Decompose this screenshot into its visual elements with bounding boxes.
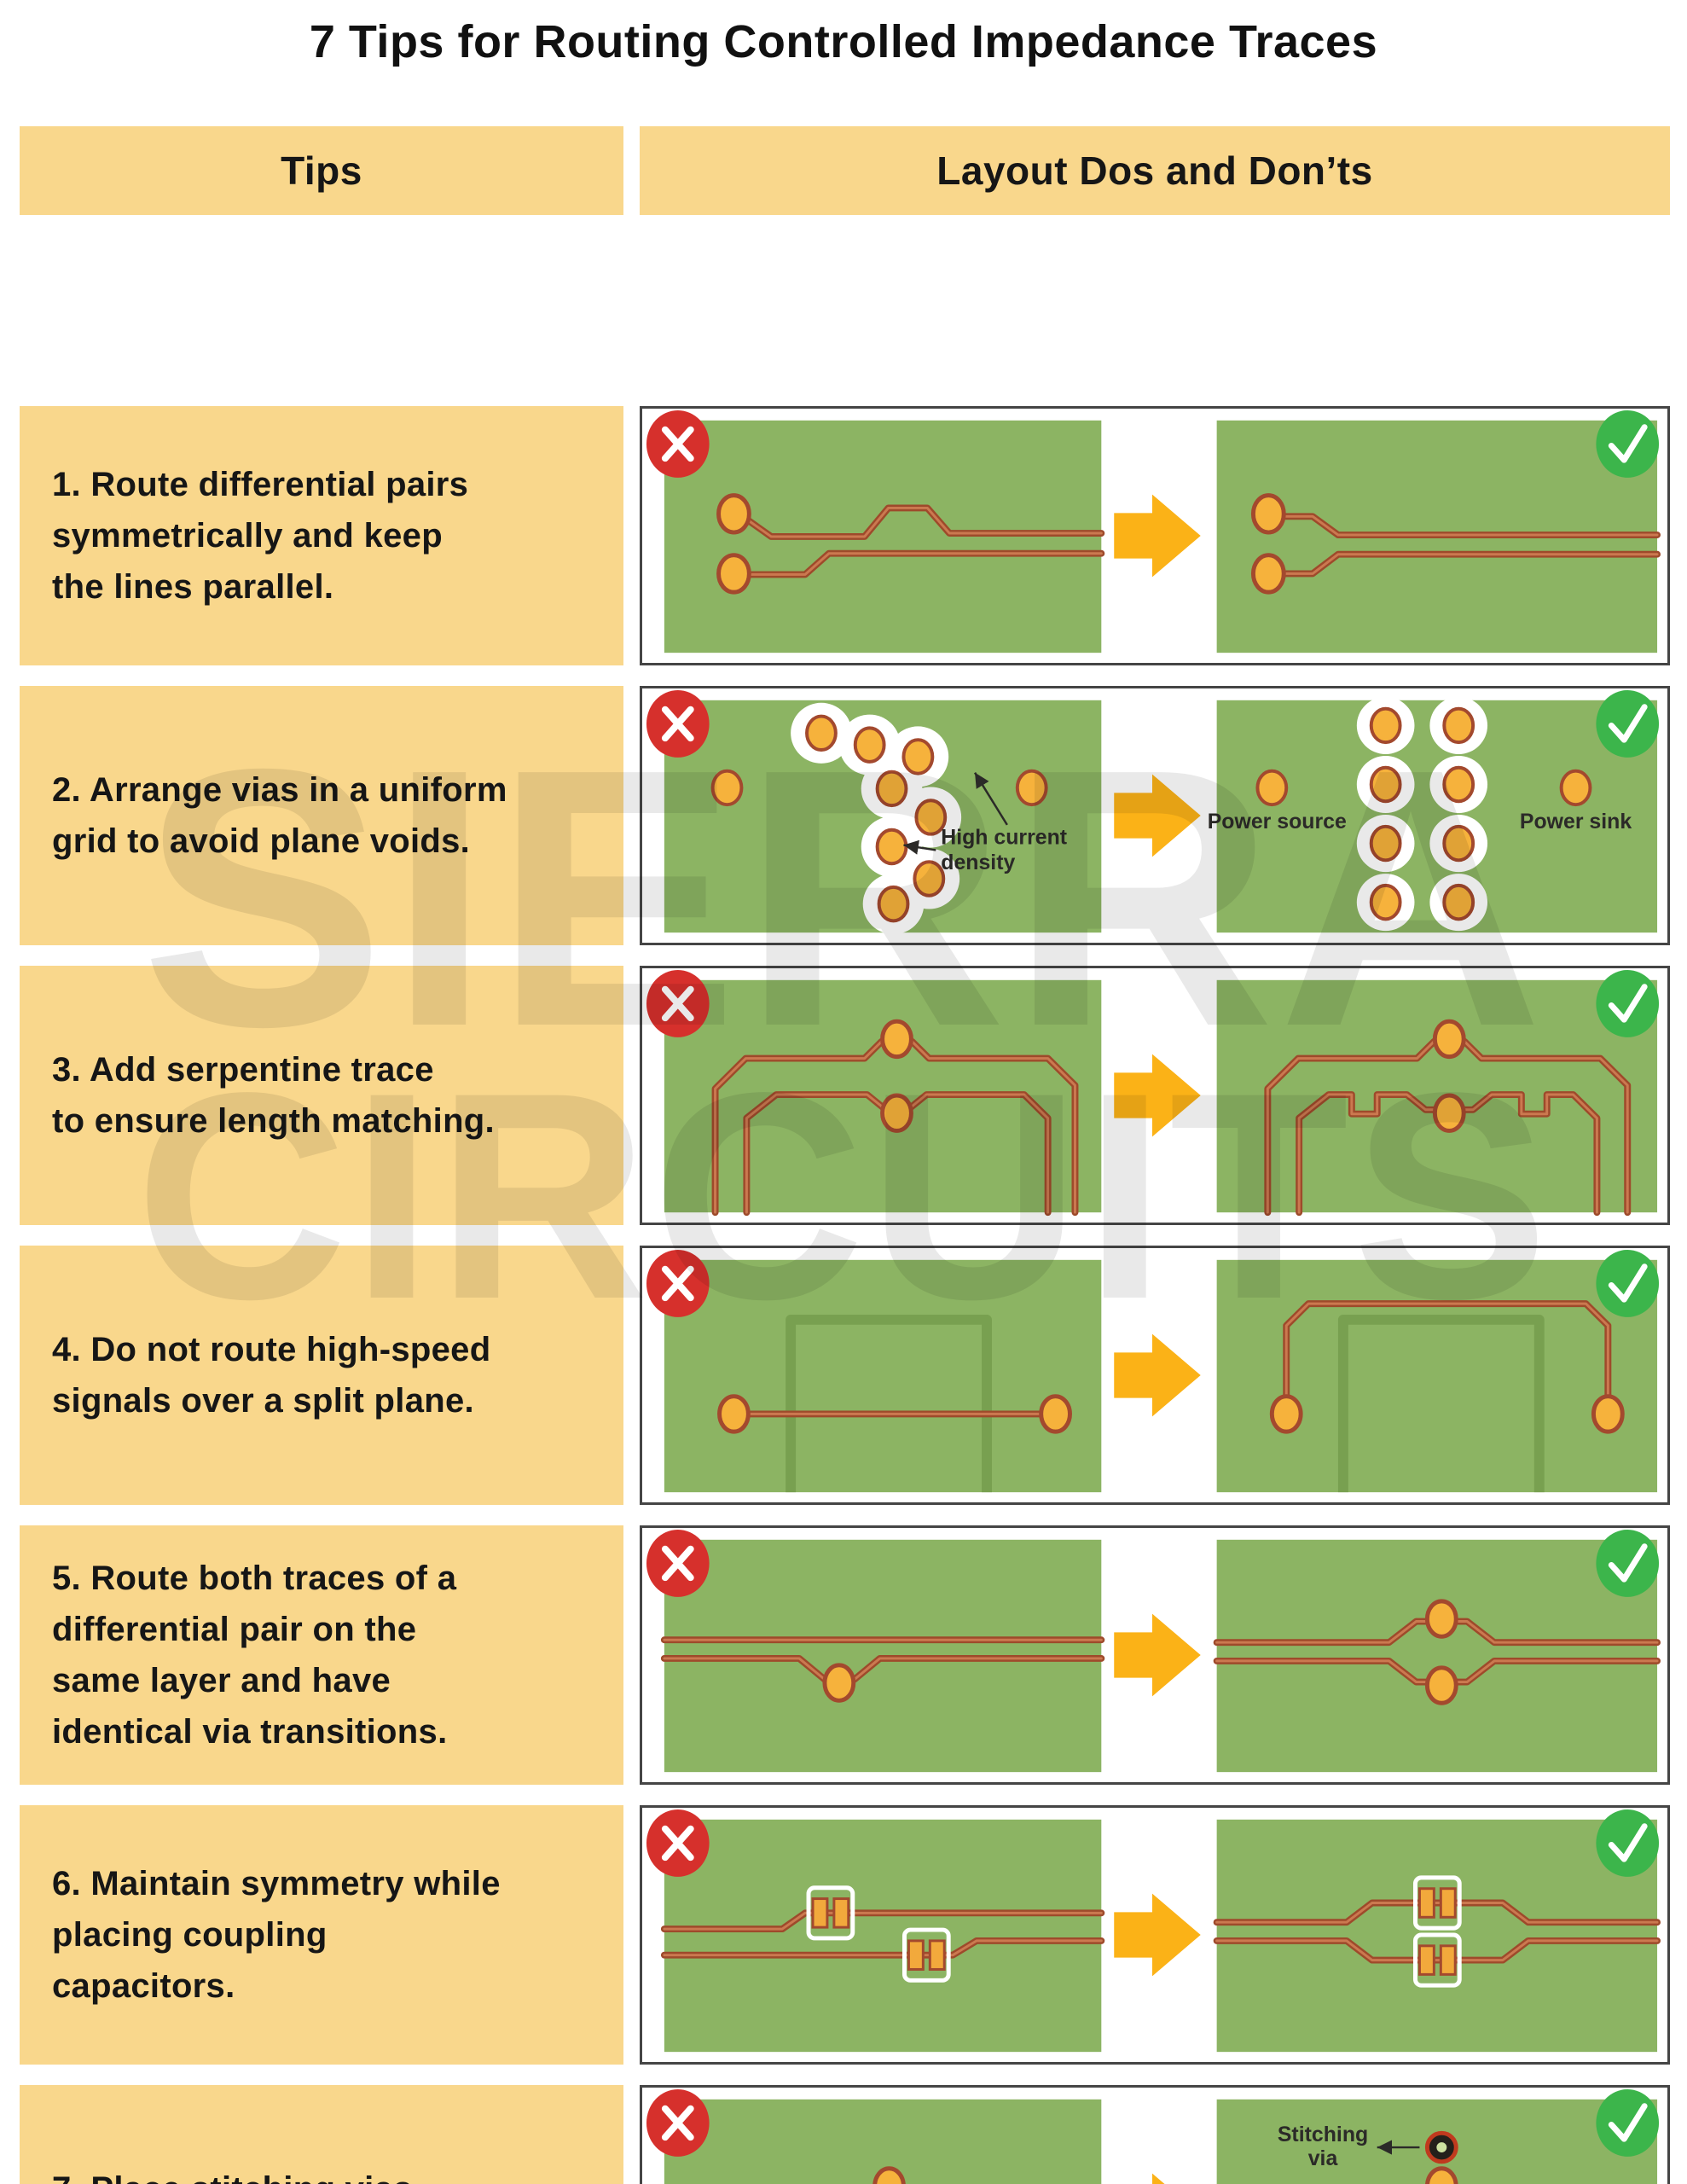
serpentine-matched-traces — [1267, 1019, 1627, 1212]
split-plane-do — [1337, 1314, 1545, 1493]
vias-with-stitching — [1217, 2133, 1657, 2184]
panel-1 — [640, 406, 1670, 665]
panel-3 — [640, 966, 1670, 1225]
dont-x-icon — [646, 410, 710, 478]
power-sink-label: Power sink — [1520, 810, 1632, 834]
tip-2: 2. Arrange vias in a uniform grid to avo… — [20, 686, 623, 945]
identical-via-transitions — [1217, 1599, 1657, 1705]
layout-header-label: Layout Dos and Don’ts — [936, 148, 1373, 193]
panel-7-graphic: Stitching via — [646, 2088, 1660, 2184]
do-check-icon — [1596, 1529, 1660, 1597]
tip-7: 7. Place stitching vias close to the sig… — [20, 2085, 623, 2184]
content-grid: Tips Layout Dos and Don’ts 1. Route diff… — [20, 126, 1670, 2184]
pcb-board-do — [1216, 979, 1658, 1213]
high-current-annotation: High current density — [903, 772, 1067, 874]
panel-6-graphic — [646, 1809, 1667, 2053]
do-check-icon — [1596, 410, 1660, 478]
irregular-via-cluster — [710, 702, 1048, 935]
tip-2-text: 2. Arrange vias in a uniform grid to avo… — [52, 771, 507, 860]
column-header-layout: Layout Dos and Don’ts — [640, 126, 1670, 215]
tip-7-text: 7. Place stitching vias close to the sig… — [52, 2164, 442, 2184]
panel-3-graphic — [646, 969, 1660, 1223]
pcb-board-do — [1216, 1539, 1658, 1773]
high-current-label-2: density — [941, 851, 1015, 874]
uniform-via-grid — [1255, 696, 1592, 932]
tip-4-text: 4. Do not route high-speed signals over … — [52, 1331, 491, 1420]
do-check-icon — [1596, 1249, 1660, 1317]
tip-1-text: 1. Route differential pairs symmetricall… — [52, 466, 469, 606]
panel-5-graphic — [646, 1529, 1667, 1773]
transform-arrow-icon — [1114, 1333, 1201, 1417]
pcb-board-dont — [664, 1259, 1102, 1493]
trace-over-split — [717, 1394, 1072, 1434]
panel-2: High current density Power source Pow — [640, 686, 1670, 945]
tip-1: 1. Route differential pairs symmetricall… — [20, 406, 623, 665]
transform-arrow-icon — [1152, 2173, 1165, 2184]
high-current-label-1: High current — [941, 827, 1067, 850]
dont-x-icon — [646, 1529, 710, 1597]
do-check-icon — [1596, 689, 1660, 758]
column-header-tips: Tips — [20, 126, 623, 215]
dont-x-icon — [646, 969, 710, 1037]
do-check-icon — [1596, 1809, 1660, 1877]
panel-4-graphic — [646, 1249, 1660, 1493]
panel-7: Stitching via — [640, 2085, 1670, 2184]
tip-3: 3. Add serpentine trace to ensure length… — [20, 966, 623, 1225]
panel-1-graphic — [646, 410, 1667, 653]
dont-x-icon — [646, 689, 710, 758]
symmetric-diff-pair — [1250, 493, 1657, 595]
tip-5: 5. Route both traces of a differential p… — [20, 1525, 623, 1785]
tip-6: 6. Maintain symmetry while placing coupl… — [20, 1805, 623, 2065]
pcb-board-dont — [664, 1819, 1102, 2053]
transform-arrow-icon — [1114, 1613, 1201, 1697]
stitching-via-label-2: via — [1308, 2147, 1338, 2170]
vias-without-stitching — [872, 2166, 906, 2184]
tips-header-label: Tips — [281, 148, 362, 193]
panel-5 — [640, 1525, 1670, 1785]
trace-around-split — [1269, 1304, 1625, 1434]
transform-arrow-icon — [1114, 774, 1201, 857]
do-check-icon — [1596, 969, 1660, 1037]
transform-arrow-icon — [1114, 1893, 1201, 1977]
tip-4: 4. Do not route high-speed signals over … — [20, 1246, 623, 1505]
pcb-board-dont — [664, 979, 1102, 1213]
panel-4 — [640, 1246, 1670, 1505]
single-via-transition — [664, 1640, 1101, 1703]
panel-6 — [640, 1805, 1670, 2065]
stitching-via-annotation: Stitching via — [1278, 2123, 1420, 2170]
tip-5-text: 5. Route both traces of a differential p… — [52, 1560, 457, 1751]
stitching-via — [1427, 2133, 1456, 2162]
transform-arrow-icon — [1114, 1054, 1201, 1137]
tip-6-text: 6. Maintain symmetry while placing coupl… — [52, 1865, 501, 2005]
stitching-via-label-1: Stitching — [1278, 2123, 1368, 2146]
dont-x-icon — [646, 1809, 710, 1877]
dont-x-icon — [646, 2088, 710, 2157]
panel-2-graphic: High current density Power source Pow — [646, 689, 1660, 935]
transform-arrow-icon — [1114, 494, 1201, 578]
asymmetric-diff-pair — [716, 493, 1102, 595]
unmatched-length-traces — [716, 1019, 1075, 1212]
power-source-label: Power source — [1208, 810, 1347, 834]
split-plane-dont — [786, 1314, 992, 1493]
do-check-icon — [1596, 2088, 1660, 2157]
page-title: 7 Tips for Routing Controlled Impedance … — [309, 16, 1378, 67]
tip-3-text: 3. Add serpentine trace to ensure length… — [52, 1051, 495, 1140]
pcb-board-do — [1216, 1259, 1658, 1493]
dont-x-icon — [646, 1249, 710, 1317]
